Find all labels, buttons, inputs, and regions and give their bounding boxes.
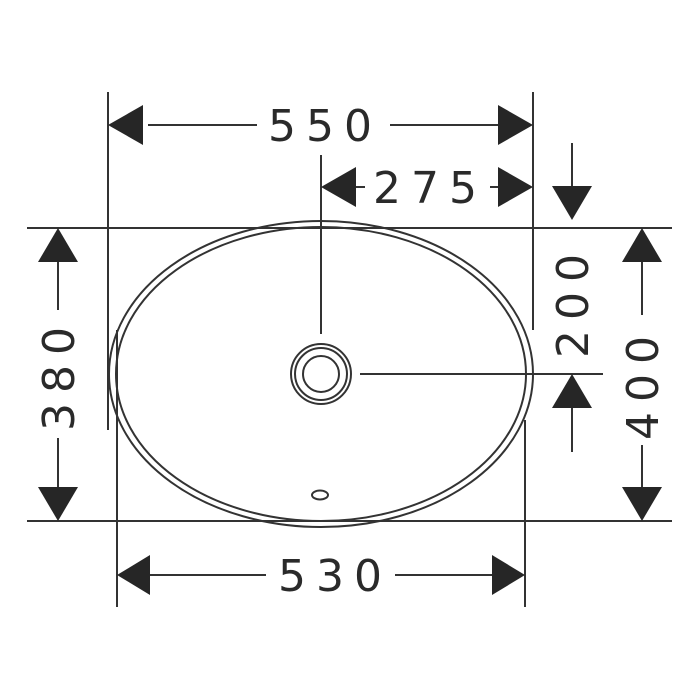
dim-label-400: 400: [618, 326, 669, 440]
arrow-left-icon: [117, 555, 150, 595]
arrow-down-icon: [622, 487, 662, 521]
basin-outer-rim: [108, 220, 534, 528]
arrow-up-icon: [38, 228, 78, 262]
arrow-right-icon: [498, 105, 533, 145]
arrow-up-icon: [552, 374, 592, 408]
drain-inner-ring: [302, 355, 340, 393]
drain-outlet: [290, 343, 352, 405]
dim-label-275: 275: [373, 163, 487, 214]
arrow-down-icon: [552, 186, 592, 220]
arrow-right-icon: [492, 555, 525, 595]
arrow-left-icon: [108, 105, 143, 145]
drain-middle-ring: [294, 347, 348, 401]
arrow-down-icon: [38, 487, 78, 521]
dim-label-380: 380: [34, 317, 85, 431]
basin-inner-rim: [115, 226, 527, 522]
overflow-hole: [311, 489, 329, 501]
dimension-400: 400: [618, 228, 669, 521]
dim-label-200: 200: [548, 244, 599, 358]
dimension-530: 530: [117, 551, 525, 602]
oval-basin: [108, 220, 534, 528]
arrow-left-icon: [321, 167, 356, 207]
dimension-200: 200: [548, 143, 599, 452]
dimension-550: 550: [108, 101, 533, 152]
arrow-right-icon: [498, 167, 533, 207]
arrow-up-icon: [622, 228, 662, 262]
dim-label-550: 550: [268, 101, 382, 152]
dim-label-530: 530: [278, 551, 392, 602]
drain-outer-ring: [290, 343, 352, 405]
dimension-275: 275: [321, 163, 533, 214]
dimension-380: 380: [34, 228, 85, 521]
